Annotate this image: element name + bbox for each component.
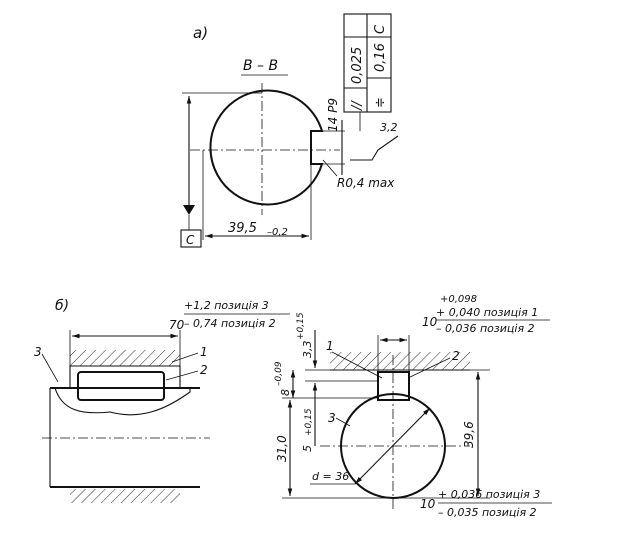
- roughness-symbol: [350, 135, 399, 161]
- pos-1-b-leader: [171, 352, 199, 363]
- view-a: a) B – B C 39,5 –0,2 14 P9 // 0,025: [180, 13, 399, 248]
- pos-1-c: 1: [326, 339, 334, 353]
- h5-value: 5: [301, 445, 314, 452]
- length-tol-upper: +1,2 позиція 3: [184, 299, 269, 312]
- length-tol-lower: – 0,74 позиція 2: [184, 317, 276, 330]
- pos-2-c-leader: [407, 357, 451, 379]
- pos-2-b-leader: [165, 370, 199, 381]
- pos-3-b: 3: [34, 345, 42, 359]
- symmetry-symbol: ≑: [373, 97, 388, 108]
- pos-2-b: 2: [200, 363, 208, 377]
- width-tol-lower: – 0,036 позиція 2: [436, 322, 535, 335]
- datum-triangle: [183, 205, 195, 215]
- pos-2-c: 2: [452, 349, 460, 363]
- hub-hatch-b-bottom: [70, 489, 180, 503]
- h8-tol: –0,09: [274, 361, 284, 386]
- h396-value: 39,6: [462, 421, 476, 448]
- hub-hatch-c: [330, 352, 470, 370]
- pos-1-c-leader: [331, 351, 383, 379]
- h31-value: 31,0: [275, 435, 289, 462]
- datum-letter: C: [186, 233, 195, 247]
- width-tol-upper: + 0,040 позиція 1: [436, 306, 538, 319]
- width-value: 10: [422, 315, 438, 329]
- parallel-symbol: //: [350, 100, 365, 111]
- h8-value: 8: [279, 389, 292, 396]
- bottom-tol-upper: + 0,036 позиція 3: [438, 488, 540, 501]
- pos-3-c: 3: [328, 411, 336, 425]
- key-body: [77, 371, 165, 401]
- keyway-hatch-b: [54, 387, 191, 416]
- view-a-label: a): [193, 24, 208, 42]
- tolerance-datum: C: [373, 24, 388, 34]
- shaft-section-a: [209, 89, 324, 206]
- view-b-label: б): [55, 298, 69, 314]
- h33-value: 3,3: [301, 341, 314, 359]
- h5-tol: +0,15: [304, 408, 314, 436]
- datum-box: [180, 229, 202, 248]
- key-section-c: [377, 371, 410, 401]
- pos-3-c-leader: [335, 417, 351, 427]
- depth-tolerance: –0,2: [267, 227, 288, 238]
- fillet-leader: [322, 159, 338, 177]
- width-tol-0: +0,098: [440, 294, 477, 305]
- section-label: B – B: [243, 58, 278, 74]
- bottom-tol-lower: – 0,035 позиція 2: [438, 506, 537, 519]
- keyway-value: 14 P9: [326, 98, 340, 132]
- hub-hatch-b: [70, 350, 180, 366]
- roughness-value: 3,2: [380, 121, 398, 134]
- h33-tol: +0,15: [296, 312, 306, 340]
- fillet-label: R0,4 max: [337, 176, 395, 190]
- view-b: б) 70 +1,2 позиція 3 – 0,74 позиція 2 3 …: [34, 298, 290, 503]
- depth-value: 39,5: [228, 221, 257, 236]
- view-c: 10 +0,098 + 0,040 позиція 1 – 0,036 пози…: [274, 294, 552, 519]
- pos-1-b: 1: [200, 345, 208, 359]
- diameter-label: d = 36: [312, 470, 349, 483]
- length-value: 70: [169, 318, 185, 332]
- bottom-width-value: 10: [420, 497, 436, 511]
- pos-3-b-leader: [41, 353, 59, 383]
- dim-diameter: [354, 407, 431, 485]
- sym-value: 0,16: [373, 43, 388, 72]
- parallel-value: 0,025: [350, 47, 365, 84]
